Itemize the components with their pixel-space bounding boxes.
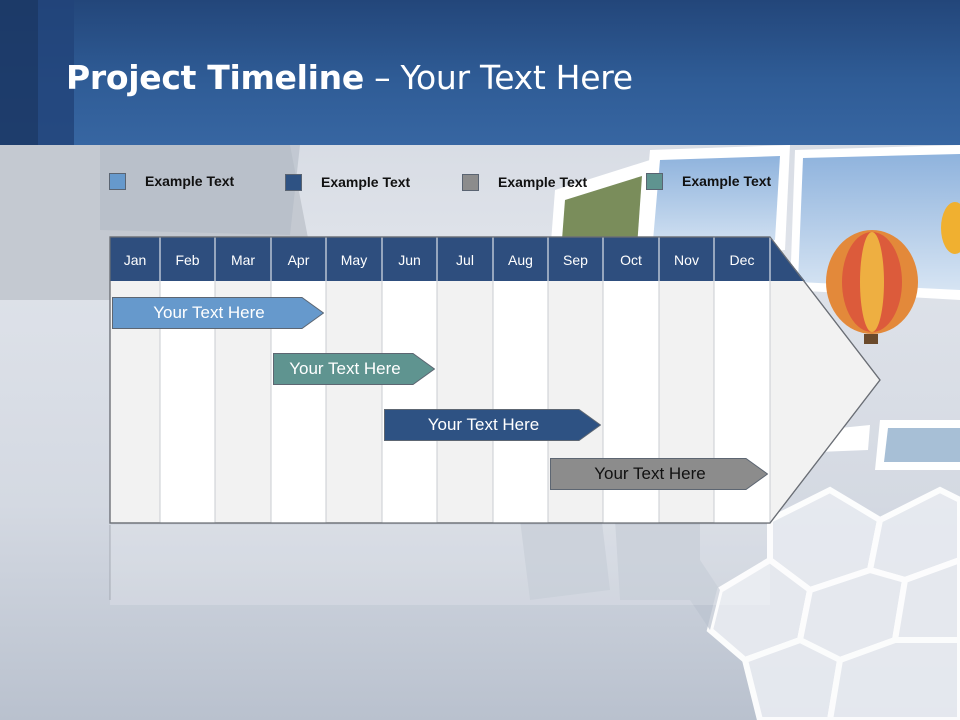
month-label: Dec	[730, 252, 755, 268]
month-label: Aug	[508, 252, 533, 268]
month-label: Feb	[175, 252, 199, 268]
month-label: Sep	[563, 252, 588, 268]
legend-item: Example Text	[285, 172, 410, 192]
task-bar-label: Your Text Here	[427, 415, 540, 434]
month-column	[382, 281, 437, 523]
legend-label: Example Text	[682, 173, 772, 189]
legend-label: Example Text	[145, 173, 235, 189]
legend-swatch	[285, 173, 302, 191]
header-stripe	[38, 0, 74, 145]
task-bar[interactable]: Your Text Here	[384, 409, 601, 441]
task-bar-shape	[550, 458, 768, 490]
legend-label: Example Text	[321, 174, 411, 190]
legend-item: Example Text	[462, 172, 587, 192]
month-column	[493, 281, 548, 523]
header-stripe	[0, 0, 38, 145]
task-bar-label: Your Text Here	[594, 464, 706, 483]
slide-title: Project Timeline – Your Text Here	[66, 58, 633, 97]
month-label: Jun	[398, 252, 421, 268]
task-bar[interactable]: Your Text Here	[273, 353, 435, 385]
legend-item: Example Text	[109, 171, 234, 191]
month-label: Jul	[456, 252, 474, 268]
task-bar[interactable]: Your Text Here	[112, 297, 324, 329]
title-main: Project Timeline	[66, 58, 364, 97]
legend-swatch	[646, 172, 663, 190]
task-bar-label: Your Text Here	[153, 303, 265, 322]
task-bar-shape	[384, 409, 601, 441]
timeline-outline	[109, 236, 881, 524]
month-label: Mar	[231, 252, 255, 268]
header-band	[0, 0, 960, 145]
task-bar-shape	[112, 297, 324, 329]
task-bar-shape	[273, 353, 435, 385]
task-bar-label: Your Text Here	[289, 359, 401, 378]
legend-swatch	[109, 172, 126, 190]
month-label: Nov	[674, 252, 699, 268]
legend-item: Example Text	[646, 171, 771, 191]
month-label: Jan	[124, 252, 147, 268]
legend-label: Example Text	[498, 174, 588, 190]
task-bar[interactable]: Your Text Here	[550, 458, 768, 490]
month-label: Apr	[288, 252, 310, 268]
month-label: Oct	[620, 252, 642, 268]
month-header-band	[110, 237, 805, 281]
title-subtitle: – Your Text Here	[363, 58, 633, 97]
month-label: May	[341, 252, 367, 268]
legend-swatch	[462, 173, 479, 191]
